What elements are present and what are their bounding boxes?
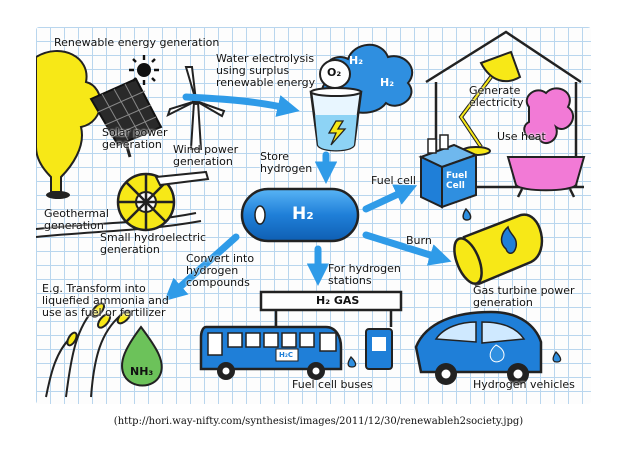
arrow-tank-to-fuelcell (362, 184, 418, 213)
label-geothermal: Geothermal generation (44, 207, 109, 232)
label-h2-main: H₂ (292, 204, 314, 224)
label-forstations: For hydrogen stations (328, 262, 401, 287)
ammonia-drop-icon (121, 325, 163, 387)
label-generate: Generate electricity (469, 84, 524, 109)
gas-station-icon (259, 290, 403, 370)
label-electrolysis: Water electrolysis using surplus renewab… (216, 52, 316, 89)
label-renewable: Renewable energy generation (54, 36, 220, 49)
solar-panel-icon (89, 77, 163, 158)
beaker-icon (309, 87, 363, 152)
flow-arrows (164, 93, 452, 301)
label-burn: Burn (406, 234, 432, 247)
arrow-renewable-to-electrolysis (182, 93, 300, 117)
diagram-artwork (36, 30, 586, 398)
label-h2-cloud-1: H₂ (349, 54, 364, 67)
label-vehicles: Hydrogen vehicles (473, 378, 575, 391)
geothermal-steam-icon (36, 50, 102, 199)
label-transform: E.g. Transform into liquefied ammonia an… (42, 282, 169, 319)
label-h2gas: H₂ GAS (316, 294, 360, 307)
label-h2-cloud-2: H₂ (380, 76, 395, 89)
wheat-icon (45, 302, 132, 398)
label-fuelcell-box: Fuel Cell (446, 171, 468, 191)
label-o2: O₂ (327, 66, 342, 79)
image-caption: (http://hori.way-nifty.com/synthesist/im… (113, 416, 524, 427)
label-store: Store hydrogen (260, 150, 313, 175)
ground-lines (36, 212, 202, 238)
label-hydro: Small hydroelectric generation (100, 231, 207, 256)
fuel-cell-bus-icon (199, 325, 357, 380)
label-gasturbine: Gas turbine power generation (473, 284, 575, 309)
water-wheel-icon (116, 170, 210, 232)
arrow-tank-to-compounds (164, 233, 240, 301)
sun-icon (129, 55, 159, 85)
arrow-tank-to-burn (362, 231, 452, 266)
fuel-cell-box-icon (418, 134, 479, 221)
label-solar: Solar power generation (102, 126, 168, 151)
label-useheat: Use heat (497, 130, 546, 143)
label-nh3: NH₃ (130, 365, 154, 378)
bathtub-icon (506, 87, 586, 198)
hydrogen-car-icon (414, 310, 562, 385)
label-buses: Fuel cell buses (292, 378, 373, 391)
label-convert: Convert into hydrogen compounds (186, 252, 255, 289)
hydrogen-tank-icon (240, 187, 360, 243)
gas-turbine-icon (453, 213, 544, 287)
label-fuelcell: Fuel cell (371, 174, 416, 187)
label-wind: Wind power generation (173, 143, 239, 168)
wind-turbine-icon (166, 66, 226, 150)
label-bus-h2c: H₂C (279, 351, 294, 359)
diagram-frame: Renewable energy generation Water electr… (36, 27, 591, 404)
